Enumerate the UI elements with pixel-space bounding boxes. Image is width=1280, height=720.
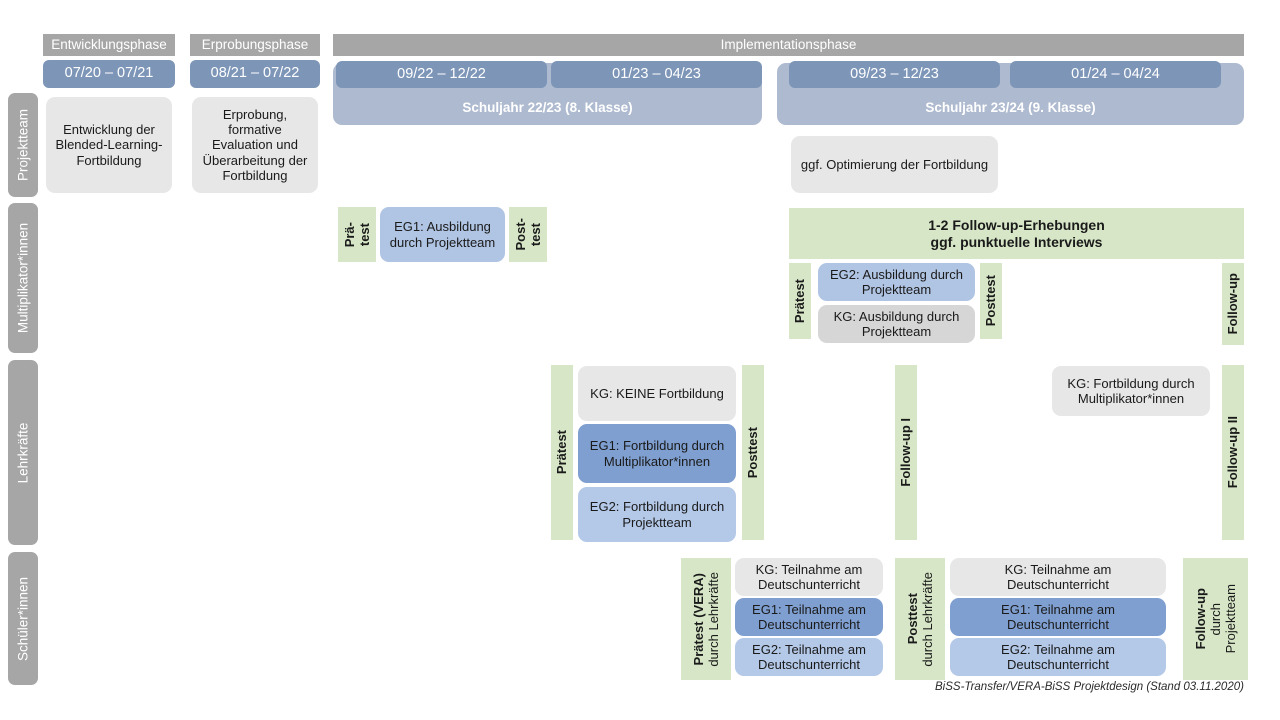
card-text: EG1: Ausbildung durch Projektteam: [389, 219, 496, 250]
green-praetest-vera-schueler: Prätest (VERA) durch Lehrkräfte: [681, 558, 731, 680]
date-chip-0124-0424: 01/24 – 04/24: [1010, 61, 1221, 88]
card-text: KG: Ausbildung durch Projektteam: [833, 308, 960, 339]
card-text: KG: KEINE Fortbildung: [590, 385, 724, 401]
sidebar-role-multiplikatorinnen: Multiplikator*innen: [8, 203, 38, 353]
followup-2-label: Follow-up II: [1225, 416, 1241, 489]
card-eg2-teilnahme-deutschunterricht-left: EG2: Teilnahme am Deutschunterricht: [735, 638, 883, 676]
praetest-vera-sublabel: durch Lehrkräfte: [706, 571, 721, 667]
date-chip-0922-1222: 09/22 – 12/22: [336, 61, 547, 88]
banner-line-1: 1-2 Follow-up-Erhebungen: [928, 216, 1105, 233]
green-posttest-schueler: Posttest durch Lehrkräfte: [895, 558, 945, 680]
card-eg1-teilnahme-deutschunterricht-right: EG1: Teilnahme am Deutschunterricht: [950, 598, 1166, 636]
card-text: KG: Teilnahme am Deutschunterricht: [1004, 561, 1112, 592]
card-erprobung-evaluation: Erprobung, formative Evaluation und Über…: [192, 97, 318, 193]
card-kg-fortbildung-multiplikator: KG: Fortbildung durch Multiplikator*inne…: [1052, 366, 1210, 416]
followup-sublabel-2: Projektteam: [1223, 584, 1239, 654]
card-text: EG2: Fortbildung durch Projektteam: [589, 499, 725, 530]
green-praetest-lehrkraefte: Prätest: [551, 365, 573, 540]
card-kg-teilnahme-deutschunterricht-left: KG: Teilnahme am Deutschunterricht: [735, 558, 883, 596]
date-label: 09/22 – 12/22: [397, 65, 486, 82]
green-posttest-multiplikator-left: Post- test: [509, 207, 547, 262]
card-kg-teilnahme-deutschunterricht-right: KG: Teilnahme am Deutschunterricht: [950, 558, 1166, 596]
banner-line-2: ggf. punktuelle Interviews: [930, 233, 1103, 250]
green-followup-schueler: Follow-up durch Projektteam: [1183, 558, 1248, 680]
role-label: Schüler*innen: [15, 576, 31, 661]
role-label: Multiplikator*innen: [15, 222, 31, 334]
card-ggf-optimierung: ggf. Optimierung der Fortbildung: [791, 136, 998, 193]
card-text: EG2: Teilnahme am Deutschunterricht: [752, 641, 866, 672]
green-followup-multiplikator: Follow-up: [1222, 263, 1244, 345]
posttest-label: Posttest: [983, 275, 999, 327]
phase-label: Implementationsphase: [720, 37, 857, 53]
date-label: 09/23 – 12/23: [850, 65, 939, 82]
card-kg-keine-fortbildung: KG: KEINE Fortbildung: [578, 366, 736, 421]
phase-label: Entwicklungsphase: [51, 37, 167, 53]
card-entwicklung-blended-learning: Entwicklung der Blended-Learning-Fortbil…: [46, 97, 172, 193]
followup-1-label: Follow-up I: [898, 418, 914, 487]
card-text: Entwicklung der Blended-Learning-Fortbil…: [55, 122, 163, 168]
card-text: EG2: Teilnahme am Deutschunterricht: [1001, 641, 1115, 672]
card-eg2-teilnahme-deutschunterricht-right: EG2: Teilnahme am Deutschunterricht: [950, 638, 1166, 676]
posttest-line-1: Post-: [512, 218, 528, 251]
card-text: KG: Fortbildung durch Multiplikator*inne…: [1067, 375, 1195, 406]
footer-credit: BiSS-Transfer/VERA-BiSS Projektdesign (S…: [935, 681, 1244, 693]
followup-label: Follow-up: [1192, 588, 1208, 650]
date-chip-0923-1223: 09/23 – 12/23: [789, 61, 1000, 88]
phase-label: Erprobungsphase: [201, 37, 309, 53]
posttest-label: Posttest: [904, 593, 920, 645]
date-chip-0123-0423: 01/23 – 04/23: [551, 61, 762, 88]
green-praetest-multiplikator-right: Prätest: [789, 263, 811, 339]
date-label: 07/20 – 07/21: [64, 65, 154, 82]
role-label: Lehrkräfte: [15, 422, 31, 483]
card-text: ggf. Optimierung der Fortbildung: [800, 156, 989, 172]
green-followup-2-lehrkraefte: Follow-up II: [1222, 365, 1244, 540]
card-text: EG1: Teilnahme am Deutschunterricht: [1001, 601, 1115, 632]
date-chip-0720-0721: 07/20 – 07/21: [43, 60, 175, 88]
sidebar-role-projektteam: Projektteam: [8, 93, 38, 197]
school-year-label: Schuljahr 22/23 (8. Klasse): [462, 100, 633, 116]
school-year-label: Schuljahr 23/24 (9. Klasse): [925, 100, 1096, 116]
green-followup-1-lehrkraefte: Follow-up I: [895, 365, 917, 540]
date-label: 01/24 – 04/24: [1071, 65, 1160, 82]
green-posttest-multiplikator-right: Posttest: [980, 263, 1002, 339]
card-text: EG2: Ausbildung durch Projektteam: [830, 266, 963, 297]
date-chip-0821-0722: 08/21 – 07/22: [190, 60, 320, 88]
card-text: EG1: Fortbildung durch Multiplikator*inn…: [589, 438, 725, 469]
followup-label: Follow-up: [1225, 273, 1241, 335]
card-eg2-ausbildung-projektteam: EG2: Ausbildung durch Projektteam: [818, 263, 975, 301]
followup-sublabel-1: durch: [1207, 602, 1223, 636]
card-eg1-teilnahme-deutschunterricht-left: EG1: Teilnahme am Deutschunterricht: [735, 598, 883, 636]
date-label: 08/21 – 07/22: [210, 65, 300, 82]
praetest-label: Prätest: [554, 430, 570, 475]
card-eg1-fortbildung-multiplikator: EG1: Fortbildung durch Multiplikator*inn…: [578, 424, 736, 483]
sidebar-role-lehrkraefte: Lehrkräfte: [8, 360, 38, 545]
card-kg-ausbildung-projektteam: KG: Ausbildung durch Projektteam: [818, 305, 975, 343]
date-label: 01/23 – 04/23: [612, 65, 701, 82]
card-text: KG: Teilnahme am Deutschunterricht: [755, 561, 863, 592]
phase-header-erprobungsphase: Erprobungsphase: [190, 34, 320, 56]
praetest-line-1: Prä-: [341, 221, 357, 248]
green-praetest-multiplikator-left: Prä- test: [338, 207, 376, 262]
sidebar-role-schuelerinnen: Schüler*innen: [8, 552, 38, 685]
posttest-sublabel: durch Lehrkräfte: [920, 571, 935, 667]
green-posttest-lehrkraefte: Posttest: [742, 365, 764, 540]
card-eg2-fortbildung-projektteam: EG2: Fortbildung durch Projektteam: [578, 487, 736, 542]
role-label: Projektteam: [15, 108, 31, 182]
phase-header-entwicklungsphase: Entwicklungsphase: [43, 34, 175, 56]
praetest-label: Prätest: [792, 278, 808, 324]
posttest-label: Posttest: [745, 426, 761, 479]
banner-followup-erhebungen: 1-2 Follow-up-Erhebungen ggf. punktuelle…: [789, 208, 1244, 259]
phase-header-implementationsphase: Implementationsphase: [333, 34, 1244, 56]
card-text: Erprobung, formative Evaluation und Über…: [202, 106, 308, 183]
praetest-vera-label: Prätest (VERA): [690, 572, 706, 666]
posttest-line-2: test: [528, 222, 543, 247]
card-text: EG1: Teilnahme am Deutschunterricht: [752, 601, 866, 632]
card-eg1-ausbildung-projektteam: EG1: Ausbildung durch Projektteam: [380, 207, 505, 262]
praetest-line-2: test: [357, 222, 372, 247]
